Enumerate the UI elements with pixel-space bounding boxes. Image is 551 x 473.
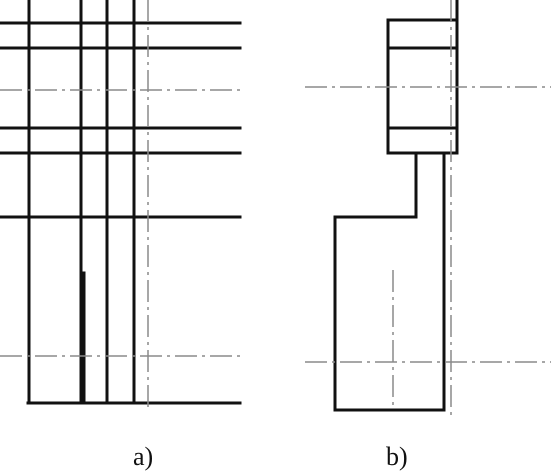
panel-b-profile: [305, 0, 551, 415]
panel-a-caption: a): [133, 442, 154, 471]
panel-a-grid: [0, 0, 242, 410]
panel-b-caption: b): [386, 442, 408, 471]
panel-b-bottom-block-outline: [333, 215, 446, 412]
